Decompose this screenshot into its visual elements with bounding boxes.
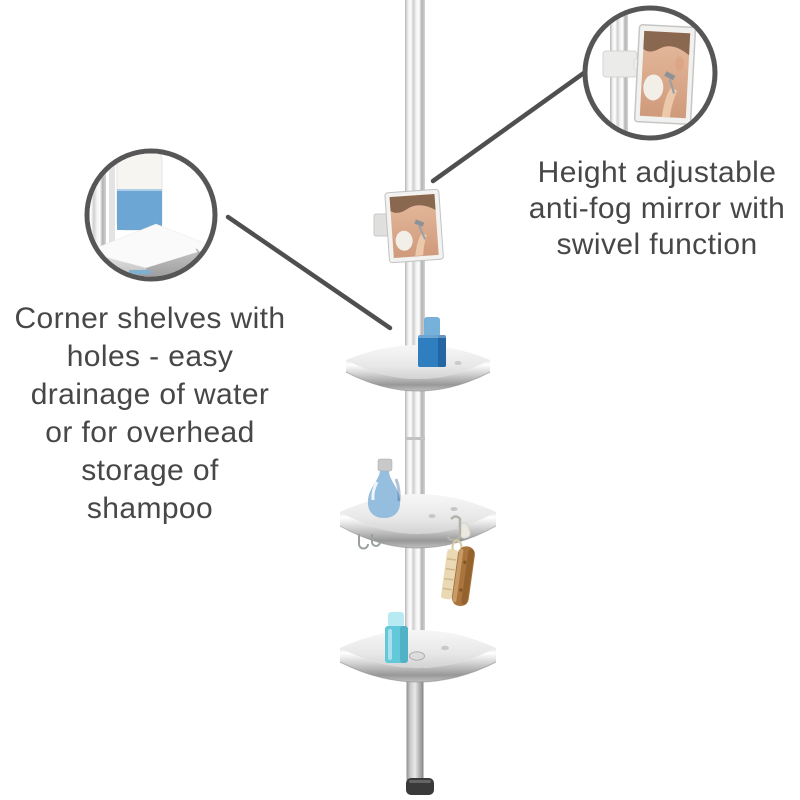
cap-band-blue (129, 270, 151, 274)
inset-reflection-hand (661, 87, 678, 118)
brush-bristles (440, 549, 459, 600)
bottle-cap (424, 317, 440, 337)
pole-foot-highlight (409, 780, 431, 783)
drainage-hole (428, 514, 436, 518)
shelves-callout-line: drainage of water (30, 378, 270, 411)
brush-hole (463, 560, 467, 564)
bottle-highlight (388, 629, 392, 660)
corner-shelf-bottom (339, 630, 497, 683)
hook (358, 534, 369, 550)
bottle-shade (438, 335, 446, 367)
bottle-highlight (371, 481, 379, 501)
reflection-shaving-foam (395, 230, 413, 251)
bottle-body (385, 626, 408, 663)
mirror-callout-line: anti-fog mirror with (528, 192, 786, 225)
drainage-hole (409, 651, 425, 661)
corner-shelf-middle (339, 494, 497, 549)
wooden-nail-brush (440, 546, 475, 607)
inset-bottle-liquid (117, 189, 162, 230)
blue-bottle-top-shelf (418, 317, 446, 367)
shelves-callout-line: storage of (81, 454, 219, 487)
reflection-hand (415, 233, 427, 256)
wood-highlight (452, 548, 464, 603)
drainage-hole (450, 507, 458, 511)
bottle-shoulder-highlight (418, 335, 446, 338)
shelves-callout-line: holes - easy (66, 340, 234, 373)
cyan-bottle-bottom-shelf (385, 612, 408, 663)
annotation-line-mirror (430, 67, 591, 184)
shelf-top-surface (340, 630, 496, 668)
inset-reflection-hair (643, 30, 691, 56)
wire-hooks-left (358, 534, 381, 550)
hanging-brush-group (440, 515, 475, 607)
bottle-cap (388, 612, 404, 627)
brush-hole (459, 588, 463, 592)
inset-reflection-ear (675, 56, 685, 72)
inset-reflection-razor-head (664, 71, 676, 81)
shelf-chrome-rim (340, 648, 496, 682)
shelf-rim-underedge (339, 661, 497, 683)
reflection-razor-handle (418, 225, 427, 240)
inset-pole-profile (109, 153, 115, 277)
bottle-cap (377, 458, 393, 472)
annotation-line-shelves (225, 214, 393, 331)
anti-fog-mirror (384, 188, 444, 264)
inset-shelf-drainage-detail (84, 148, 218, 282)
bottle-shade (394, 478, 401, 502)
inset-mirror-detail (582, 5, 718, 141)
mirror-callout-line: swivel function (556, 228, 758, 261)
drainage-hole (454, 361, 462, 365)
shelves-callout-line: or for overhead (45, 416, 255, 449)
shelf-hook (446, 515, 462, 542)
shelf-rim-underedge (345, 371, 491, 392)
inset-shelf-top (89, 223, 213, 269)
inset-mirror-clamp (602, 50, 638, 78)
hook (371, 534, 381, 547)
inset-liquid-surface (117, 189, 162, 191)
wood-shade (461, 549, 475, 605)
bottle-body (418, 335, 446, 367)
mirror-callout-line: Height adjustable (537, 156, 777, 189)
pole-joint (405, 437, 425, 440)
shelves-callout-line: shampoo (86, 492, 214, 525)
mirror-callout: Height adjustable anti-fog mirror with s… (497, 155, 800, 263)
drainage-hole (441, 645, 449, 651)
inset-reflection-foam (643, 74, 664, 101)
inset-reflection-razor-handle (668, 78, 676, 94)
shelf-chrome-rim (346, 360, 490, 391)
reflection-razor-head (414, 219, 425, 227)
bristle-rows (442, 558, 457, 591)
shelves-callout: Corner shelves with holes - easy drainag… (0, 300, 300, 528)
bottle-shade (400, 626, 408, 663)
reflection-hair (389, 193, 436, 213)
inset-mirror (633, 24, 697, 126)
glass-bottle-middle-shelf (367, 458, 401, 518)
shelves-callout-line: Corner shelves with (14, 302, 286, 335)
pole-upper-section (405, 0, 425, 636)
brush-wood-back (451, 546, 475, 607)
